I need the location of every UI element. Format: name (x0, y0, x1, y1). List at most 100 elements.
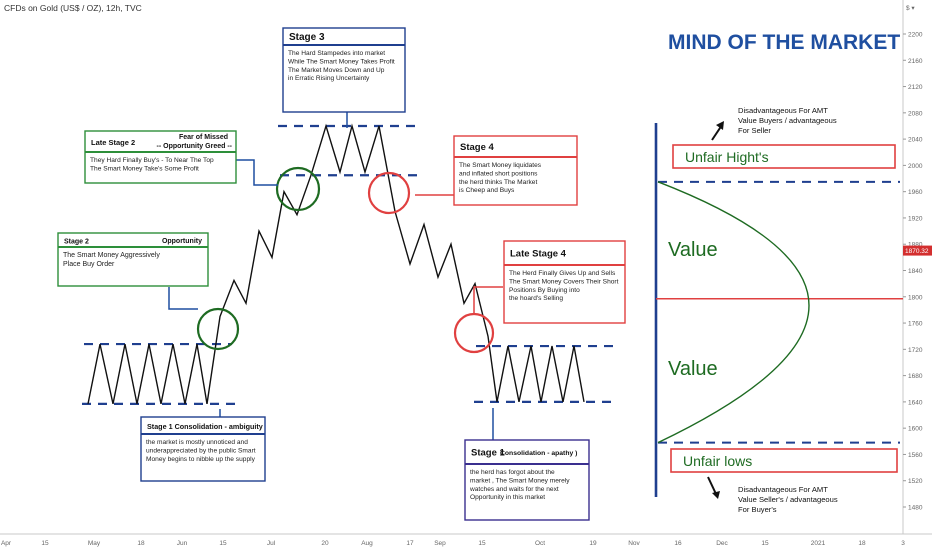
stage-box-line: and inflated short positions (459, 170, 538, 177)
note-top-line: For Seller (738, 126, 771, 135)
x-tick-label: Dec (716, 540, 728, 547)
stage-box-frame (453, 135, 578, 206)
stage-box-subtitle: Consolidation - apathy ) (500, 450, 577, 457)
y-tick-label: 1520 (908, 478, 923, 485)
x-tick-label: 15 (219, 540, 227, 547)
y-tick-label: 1960 (908, 189, 923, 196)
x-tick-label: 18 (137, 540, 145, 547)
stage-box-title: Late Stage 2 (91, 138, 135, 147)
stage-box-1: Late Stage 2 Fear of Missed -- Opportunity… (84, 130, 237, 184)
y-tick-label: 2160 (908, 58, 923, 65)
stage-box-line: the hoard's Selling (509, 295, 563, 302)
y-tick-label: 1600 (908, 426, 923, 433)
note-bottom-line: For Buyer's (738, 505, 777, 514)
y-axis[interactable]: $ ▾2200216021202080204020001960192018801… (903, 5, 932, 512)
x-tick-label: Jul (267, 540, 276, 547)
y-tick-label: 1480 (908, 505, 923, 512)
stage-box-title-right2: -- Opportunity Greed -- (157, 143, 233, 150)
stage-box-line: The Smart Money Aggressively (63, 252, 160, 259)
price-series (87, 123, 585, 405)
x-tick-label: 20 (321, 540, 329, 547)
y-tick-label: 2200 (908, 32, 923, 39)
x-tick-label: Nov (628, 540, 640, 547)
stage-box-line: market , The Smart Money merely (470, 477, 570, 484)
value-curve (657, 181, 810, 444)
y-tick-label: 2080 (908, 110, 923, 117)
x-tick-label: Sep (434, 540, 446, 547)
stage-box-line: The Hard Stampedes into market (288, 50, 385, 57)
stage-box-line: the herd thinks The Market (459, 179, 537, 186)
note-top-line: Value Buyers / advantageous (738, 116, 837, 125)
x-tick-label: 16 (674, 540, 682, 547)
stage-box-title: Stage 2 (64, 239, 89, 246)
arrow-down-shaft (707, 476, 717, 495)
stage-box-frame (57, 232, 209, 287)
chart-symbol-header: CFDs on Gold (US$ / OZ), 12h, TVC (4, 3, 142, 13)
stage-box-line: Positions By Buying into (509, 287, 580, 294)
note-bottom-line: Value Seller's / advantageous (738, 495, 838, 504)
stage-box-line: Opportunity in this market (470, 494, 545, 501)
value-label-lower: Value (668, 358, 718, 380)
note-top-line: Disadvantageous For AMT (738, 106, 828, 115)
y-tick-label: 2120 (908, 84, 923, 91)
x-tick-label: Jun (177, 540, 188, 547)
stage-box-line: The Smart Money Covers Their Short (509, 278, 619, 285)
stage-boxes: Stage 3 The Hard Stampedes into marketWhi… (57, 27, 626, 521)
stage-box-line: the market is mostly unnoticed and (146, 439, 248, 446)
stage-box-title-right: Fear of Missed (179, 134, 228, 141)
x-tick-label: 15 (761, 540, 769, 547)
y-tick-label: 1920 (908, 215, 923, 222)
y-tick-label: 1560 (908, 452, 923, 459)
callout-connectors (168, 110, 503, 440)
x-tick-label: 2021 (811, 540, 826, 547)
unfair-low-box (670, 448, 898, 473)
y-tick-label: 1640 (908, 399, 923, 406)
x-tick-label: 3 (901, 540, 905, 547)
x-tick-label: 15 (41, 540, 49, 547)
arrow-down-head (712, 491, 720, 499)
x-tick-label: 17 (406, 540, 414, 547)
stage-box-title: Stage 4 (460, 142, 495, 153)
stage-box-frame (464, 439, 590, 521)
stage-box-line: the herd has forgot about the (470, 469, 555, 476)
stage-box-line: While The Smart Money Takes Profit (288, 58, 395, 65)
stage-box-line: Place Buy Order (63, 261, 115, 268)
x-tick-label: Oct (535, 540, 545, 547)
stage-box-line: The Market Moves Down and Up (288, 67, 385, 74)
stage2-circle (196, 307, 240, 351)
unfair-high-box (672, 144, 896, 169)
price-line (87, 123, 585, 405)
stage-box-line: underappreciated by the public Smart (146, 447, 256, 454)
connector-late-stage2 (235, 159, 278, 186)
connector-stage2 (168, 287, 198, 310)
current-price-label: 1870.32 (905, 248, 929, 255)
y-tick-label: 1720 (908, 347, 923, 354)
stage-box-frame (140, 416, 266, 482)
unfair-high-label: Unfair Hight's (685, 149, 769, 165)
y-tick-label: 1880 (908, 242, 923, 249)
x-tick-label: 15 (478, 540, 486, 547)
y-tick-label: 1800 (908, 294, 923, 301)
late-stage2-circle (275, 166, 321, 212)
stage-box-line: The Smart Money Take's Some Profit (90, 165, 199, 172)
stage-box-line: watches and waits for the next (469, 486, 559, 493)
stage4-circle (367, 171, 411, 215)
stage-box-title: Stage 3 (289, 32, 325, 43)
chart-title: MIND OF THE MARKET (668, 31, 900, 54)
stage-box-frame (282, 27, 406, 113)
stage-box-frame (84, 130, 237, 184)
x-tick-label: Apr (1, 540, 12, 547)
arrow-up-head (716, 121, 724, 130)
value-label-upper: Value (668, 239, 718, 261)
x-tick-label: 19 (589, 540, 597, 547)
unfair-low-label: Unfair lows (683, 453, 752, 469)
stage-box-0: Stage 3 The Hard Stampedes into marketWhi… (282, 27, 406, 113)
